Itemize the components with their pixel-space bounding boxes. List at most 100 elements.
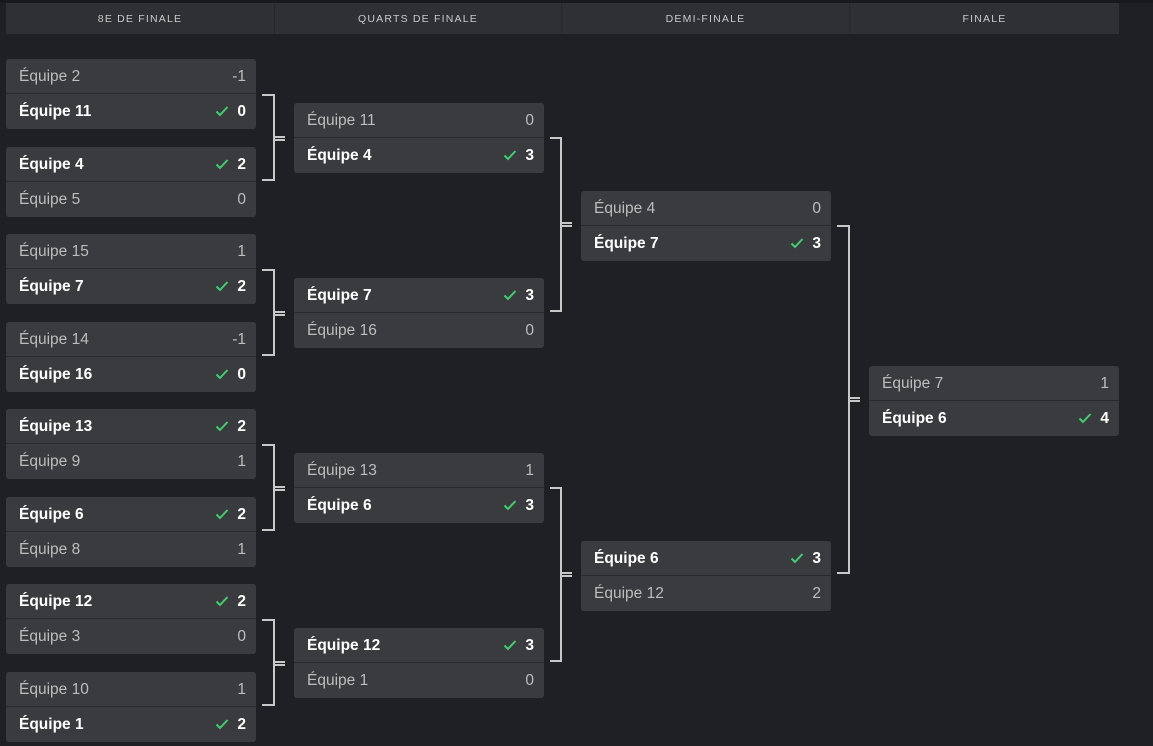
team-score: 2 (237, 716, 246, 733)
team-name: Équipe 6 (19, 506, 84, 523)
team-name: Équipe 12 (307, 637, 381, 654)
match-divider (294, 137, 544, 138)
winner-check-icon (215, 509, 229, 520)
team-row-winner[interactable]: Équipe 6 3 (581, 541, 831, 576)
team-row[interactable]: Équipe 15 1 (6, 234, 256, 269)
winner-check-icon (503, 150, 517, 161)
team-row-winner[interactable]: Équipe 13 2 (6, 409, 256, 444)
round-header-r16: 8E DE FINALE (6, 3, 275, 34)
winner-check-icon (215, 719, 229, 730)
team-name: Équipe 6 (594, 550, 659, 567)
team-name: Équipe 7 (594, 235, 659, 252)
team-score: -1 (232, 331, 246, 348)
round-header-bar: 8E DE FINALE QUARTS DE FINALE DEMI-FINAL… (6, 3, 1119, 34)
team-score: 0 (237, 103, 246, 120)
winner-check-icon (215, 106, 229, 117)
team-score: 1 (237, 243, 246, 260)
team-name: Équipe 13 (19, 418, 93, 435)
winner-check-icon (790, 553, 804, 564)
team-score: 0 (525, 112, 534, 129)
team-score: 3 (525, 497, 534, 514)
team-row-winner[interactable]: Équipe 6 2 (6, 497, 256, 532)
winner-check-icon (215, 159, 229, 170)
team-score: 2 (237, 418, 246, 435)
team-score: 2 (237, 278, 246, 295)
winner-check-icon (790, 238, 804, 249)
match-divider (869, 400, 1119, 401)
team-name: Équipe 4 (19, 156, 84, 173)
team-name: Équipe 8 (19, 541, 81, 558)
team-row[interactable]: Équipe 2-1 (6, 59, 256, 94)
winner-check-icon (215, 281, 229, 292)
team-name: Équipe 9 (19, 453, 81, 470)
winner-check-icon (215, 421, 229, 432)
team-name: Équipe 14 (19, 331, 89, 348)
team-name: Équipe 13 (307, 462, 377, 479)
team-row[interactable]: Équipe 12 2 (581, 576, 831, 611)
team-score: 2 (237, 506, 246, 523)
team-name: Équipe 10 (19, 681, 89, 698)
team-score: 2 (812, 585, 821, 602)
team-row-winner[interactable]: Équipe 11 0 (6, 94, 256, 129)
team-row-winner[interactable]: Équipe 1 2 (6, 707, 256, 742)
match-divider (6, 706, 256, 707)
match-divider (6, 268, 256, 269)
match-divider (6, 356, 256, 357)
team-name: Équipe 11 (19, 103, 92, 120)
team-score: 0 (237, 366, 246, 383)
team-name: Équipe 4 (594, 200, 656, 217)
team-score: 0 (525, 322, 534, 339)
team-score: 3 (525, 637, 534, 654)
team-name: Équipe 7 (307, 287, 372, 304)
team-row[interactable]: Équipe 1 0 (294, 663, 544, 698)
team-score: 2 (237, 593, 246, 610)
team-name: Équipe 1 (19, 716, 84, 733)
team-row-winner[interactable]: Équipe 12 3 (294, 628, 544, 663)
match-divider (294, 662, 544, 663)
match-divider (6, 181, 256, 182)
team-name: Équipe 1 (307, 672, 369, 689)
match-divider (6, 443, 256, 444)
team-name: Équipe 12 (594, 585, 664, 602)
team-name: Équipe 15 (19, 243, 89, 260)
team-score: 3 (812, 550, 821, 567)
team-name: Équipe 3 (19, 628, 81, 645)
winner-check-icon (215, 596, 229, 607)
team-row[interactable]: Équipe 14 -1 (6, 322, 256, 357)
team-score: 0 (525, 672, 534, 689)
